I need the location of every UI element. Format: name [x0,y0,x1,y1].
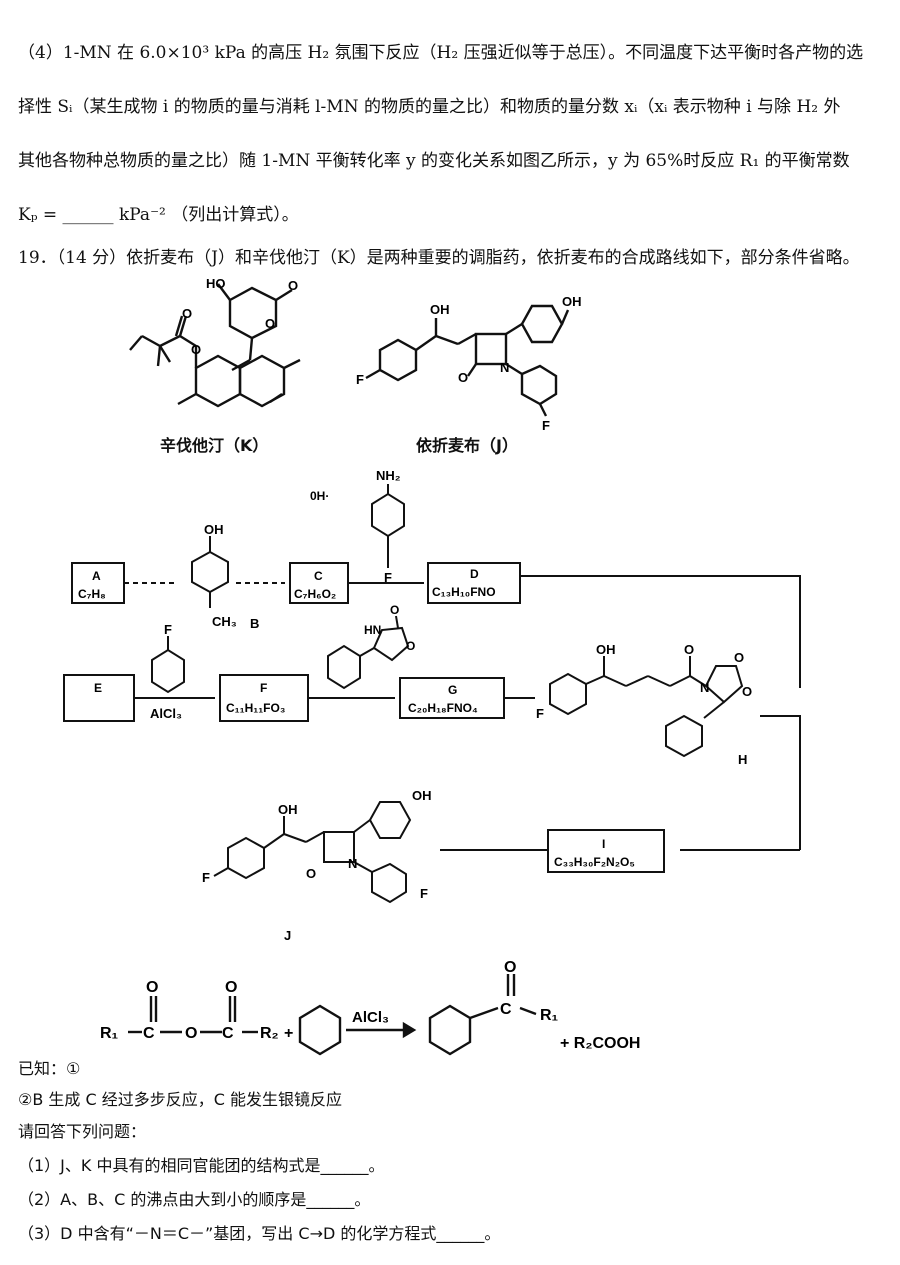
svg-text:OH: OH [204,522,224,537]
svg-text:F: F [420,886,428,901]
svg-text:O: O [734,650,744,665]
svg-text:OH: OH [278,802,298,817]
svg-text:CH₃: CH₃ [212,614,237,629]
svg-text:N: N [700,680,709,695]
svg-text:O: O [458,370,468,385]
I-formula: C₃₃H₃₀F₂N₂O₅ [554,855,635,869]
G-label: G [448,683,457,697]
reagent-alcl3: AlCl₃ [150,706,182,721]
svg-text:C: C [222,1025,234,1042]
questions-prompt: 请回答下列问题： [18,1122,147,1141]
svg-text:O: O [182,306,192,321]
para4-line2: 择性 Sᵢ（某生成物 i 的物质的量与消耗 l-MN 的物质的量之比）和物质的量… [18,97,841,117]
svg-text:O: O [185,1025,197,1042]
svg-text:O: O [265,316,275,331]
svg-text:O: O [306,866,316,881]
ring-B [191,550,229,594]
G-formula: C₂₀H₁₈FNO₄ [408,701,478,715]
para4-line4: Kₚ = ______ kPa⁻² （列出计算式）。 [18,205,299,225]
known-r1: R₁ [100,1025,119,1042]
svg-text:F: F [542,418,550,433]
A-formula: C₇H₈ [78,587,106,601]
A-label: A [92,569,101,583]
F-label: F [260,681,267,695]
D-formula: C₁₃H₁₀FNO [432,585,496,599]
svg-text:O: O [191,342,201,357]
simvastatin-structure [129,283,301,408]
svg-text:N: N [348,856,357,871]
svg-text:NH₂: NH₂ [376,470,401,483]
svg-text:C: C [500,1001,512,1018]
box-D [427,562,521,604]
svg-text:O: O [288,278,298,293]
simvastatin-caption: 辛伐他汀（K） [160,436,269,455]
D-label: D [470,567,479,581]
known-r1-product: R₁ [540,1007,559,1024]
known-acid: + R₂COOH [560,1035,640,1052]
synthesis-route: A C₇H₈ OH CH₃ B C C₇H₆O₂ NH₂ F D C₁₃H₁₀F… [63,470,801,943]
svg-text:O: O [504,960,516,976]
q19-intro: 19．（14 分）依折麦布（J）和辛伐他汀（K）是两种重要的调脂药，依折麦布的合… [18,248,860,268]
known-label: 已知：① [18,1059,81,1078]
C-label: C [314,569,323,583]
mark-oh: 0H· [310,489,329,503]
question-1: （1）J、K 中具有的相同官能团的结构式是______。 [18,1156,385,1175]
svg-text:HN: HN [364,623,381,637]
svg-text:F: F [356,372,364,387]
svg-text:OH: OH [430,302,450,317]
svg-text:F: F [536,706,544,721]
svg-text:OH: OH [412,788,432,803]
para4-line3: 其他各物种总物质的量之比）随 1-MN 平衡转化率 y 的变化关系如图乙所示，y… [18,151,850,171]
svg-text:F: F [164,622,172,637]
question-2: （2）A、B、C 的沸点由大到小的顺序是______。 [18,1190,371,1209]
structures-top: HO O O O O F OH OH O N F [129,276,582,433]
svg-text:O: O [146,979,158,996]
svg-text:HO: HO [206,276,226,291]
known-reaction: R₁ C O O C O R₂ + AlCl₃ C O R₁ + R₂COOH [100,960,640,1056]
known-alcl3: AlCl₃ [352,1009,389,1026]
svg-text:OH: OH [596,642,616,657]
E-label: E [94,681,102,695]
B-label: B [250,616,259,631]
svg-text:O: O [225,979,237,996]
known-r2: R₂ [260,1025,279,1042]
svg-text:C: C [143,1025,155,1042]
svg-text:OH: OH [562,294,582,309]
svg-text:O: O [390,603,399,617]
F-formula: C₁₁H₁₁FO₃ [226,701,285,715]
known-note2: ②B 生成 C 经过多步反应，C 能发生银镜反应 [18,1090,343,1109]
svg-text:O: O [684,642,694,657]
ezetimibe-structure-top [365,304,570,417]
J-label: J [284,928,291,943]
H-label: H [738,752,747,767]
svg-text:F: F [202,870,210,885]
para4-line1: （4）1-MN 在 6.0×10³ kPa 的高压 H₂ 氛围下反应（H₂ 压强… [18,43,864,63]
svg-text:O: O [406,639,415,653]
C-formula: C₇H₆O₂ [294,587,336,601]
known-plus: + [284,1025,293,1042]
svg-text:N: N [500,360,509,375]
I-label: I [602,837,605,851]
svg-text:F: F [384,570,392,585]
question-3: （3）D 中含有“－N＝C－”基团，写出 C→D 的化学方程式______。 [18,1224,501,1243]
svg-text:O: O [742,684,752,699]
ezetimibe-caption: 依折麦布（J） [416,436,518,455]
